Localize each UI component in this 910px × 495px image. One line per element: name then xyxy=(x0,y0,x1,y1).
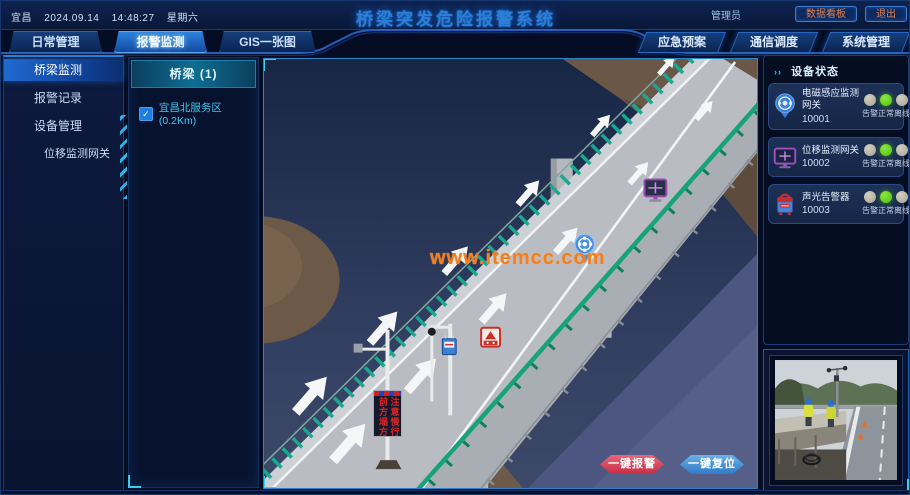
status-indicators: 告警 正常 离线 xyxy=(862,144,909,169)
camera-pole xyxy=(427,323,453,416)
normal-label: 正常 xyxy=(878,206,894,216)
weekday-label: 星期六 xyxy=(166,13,199,24)
offline-light xyxy=(895,144,908,157)
time-label: 14:48:27 xyxy=(111,13,155,24)
offline-label: 离线 xyxy=(894,108,910,118)
sign-text: 注意慢行前方塌方 xyxy=(378,397,400,437)
normal-label: 正常 xyxy=(878,159,894,169)
offline-label: 离线 xyxy=(894,159,910,169)
camera-feed-panel[interactable] xyxy=(763,349,909,492)
signal-pin-icon xyxy=(771,91,799,121)
bridge-scene xyxy=(264,59,757,488)
railing-rail xyxy=(264,59,677,465)
corner-accent xyxy=(128,475,141,488)
tab-label: 通信调度 xyxy=(749,35,798,49)
device-id: 10001 xyxy=(802,113,830,125)
device-panel-header: ›› 设备状态 xyxy=(764,56,908,83)
sidebar-item-alarm-records[interactable]: 报警记录 xyxy=(34,91,83,105)
device-name: 位移监测网关 xyxy=(802,144,860,156)
tab-emergency-plan[interactable]: 应急预案 xyxy=(637,32,727,53)
bridge-scene-map[interactable]: www.itemcc.com 注意慢行前方塌方 一键报警 一键复位 xyxy=(263,58,758,489)
offline-label: 离线 xyxy=(894,206,910,216)
device-status-panel: ›› 设备状态 电磁感应监测网关 10001 告 xyxy=(763,55,909,345)
worker-figure xyxy=(826,400,836,428)
sidebar-item-device-management[interactable]: 设备管理 xyxy=(34,119,83,133)
cctv-camera-icon xyxy=(427,327,436,336)
tab-alarm-monitoring[interactable]: 报警监测 xyxy=(114,31,207,53)
corner-accent xyxy=(264,476,276,488)
sidebar: 桥梁监测 报警记录 设备管理 位移监测网关 xyxy=(3,55,127,492)
page-title: 桥梁突发危险报警系统 xyxy=(356,10,556,29)
alarm-light xyxy=(863,93,876,106)
checkbox-checked-icon[interactable]: ✓ xyxy=(139,106,153,121)
watermark: www.itemcc.com xyxy=(430,247,606,269)
offline-light xyxy=(895,93,908,106)
device-id: 10003 xyxy=(802,204,830,216)
device-info: 声光告警器 10003 xyxy=(802,192,859,216)
device-id: 10002 xyxy=(802,157,830,169)
map-marker-displacement-gateway[interactable] xyxy=(643,178,668,202)
corner-accent xyxy=(264,59,276,71)
bridge-list-header[interactable]: 桥梁 (1) xyxy=(131,60,256,88)
roadside-sensor-device[interactable] xyxy=(441,334,457,356)
worker-figure xyxy=(803,398,814,427)
alarm-label: 告警 xyxy=(862,108,878,118)
bridge-item-label: 宜昌北服务区(0.2Km) xyxy=(158,102,222,127)
tab-label: 应急预案 xyxy=(657,35,706,49)
one-key-alarm-button[interactable]: 一键报警 xyxy=(600,455,664,474)
tab-daily-management[interactable]: 日常管理 xyxy=(9,31,102,53)
camera-feed-photo xyxy=(775,360,897,480)
warning-beacon-device[interactable] xyxy=(480,326,502,348)
alarm-label: 告警 xyxy=(862,159,878,169)
device-name: 声光告警器 xyxy=(802,191,850,203)
chevrons-icon: ›› xyxy=(774,67,782,77)
status-indicators: 告警 正常 离线 xyxy=(862,93,910,119)
datetime-info: 宜昌 2024.09.14 14:48:27 星期六 xyxy=(11,9,207,24)
top-bar-right: 管理员 数据看板 退出 xyxy=(711,6,907,22)
status-indicators: 告警 正常 离线 xyxy=(862,191,909,216)
device-card-10003[interactable]: 声光告警器 10003 告警 正常 离线 xyxy=(768,183,909,224)
device-name: 电磁感应监测网关 xyxy=(802,88,860,112)
user-role-label: 管理员 xyxy=(711,10,741,22)
sidebar-item-bridge-monitoring[interactable]: 桥梁监测 xyxy=(4,59,123,81)
logout-button[interactable]: 退出 xyxy=(865,6,907,22)
device-info: 电磁感应监测网关 10001 xyxy=(802,88,859,125)
sidebar-item-displacement-gateway[interactable]: 位移监测网关 xyxy=(44,148,110,160)
tabs-left-group: 日常管理 报警监测 GIS一张图 xyxy=(9,31,316,53)
alarm-light xyxy=(863,191,876,204)
one-key-reset-button[interactable]: 一键复位 xyxy=(680,455,744,474)
variable-message-sign: 注意慢行前方塌方 xyxy=(373,390,402,437)
sound-light-alarm-icon xyxy=(771,189,799,219)
device-info: 位移监测网关 10002 xyxy=(802,145,859,169)
tab-communication-dispatch[interactable]: 通信调度 xyxy=(729,32,819,53)
data-board-button[interactable]: 数据看板 xyxy=(795,6,857,22)
sign-beacon-lights xyxy=(374,391,401,396)
sidebar-slash-decoration xyxy=(120,115,127,199)
alarm-label: 告警 xyxy=(862,206,878,216)
nav-tab-row: 日常管理 报警监测 GIS一张图 应急预案 通信调度 系统管理 xyxy=(1,29,909,56)
tab-gis-map[interactable]: GIS一张图 xyxy=(219,31,316,53)
date-label: 2024.09.14 xyxy=(44,13,100,24)
normal-light xyxy=(879,144,892,157)
bottom-strip xyxy=(1,490,909,494)
normal-light xyxy=(879,93,892,106)
map-marker-electromagnetic-gateway[interactable] xyxy=(573,233,596,264)
tab-label: 系统管理 xyxy=(841,35,890,49)
offline-light xyxy=(895,191,908,204)
camera-frame xyxy=(769,355,903,486)
city-label: 宜昌 xyxy=(11,13,32,24)
guardrail xyxy=(416,102,757,488)
tabs-right-group: 应急预案 通信调度 系统管理 xyxy=(637,32,909,53)
tab-system-management[interactable]: 系统管理 xyxy=(821,32,909,53)
bridge-list-item[interactable]: ✓ 宜昌北服务区(0.2Km) xyxy=(129,90,258,127)
normal-label: 正常 xyxy=(878,108,894,118)
bridge-list-panel: 桥梁 (1) ✓ 宜昌北服务区(0.2Km) xyxy=(128,57,259,488)
device-panel-title: 设备状态 xyxy=(791,66,840,78)
displacement-monitor-icon xyxy=(771,142,799,172)
device-card-10001[interactable]: 电磁感应监测网关 10001 告警 正常 离线 xyxy=(768,83,909,130)
top-bar: 宜昌 2024.09.14 14:48:27 星期六 桥梁突发危险报警系统 管理… xyxy=(1,1,909,30)
normal-light xyxy=(879,191,892,204)
alarm-light xyxy=(863,144,876,157)
device-card-10002[interactable]: 位移监测网关 10002 告警 正常 离线 xyxy=(768,136,909,177)
